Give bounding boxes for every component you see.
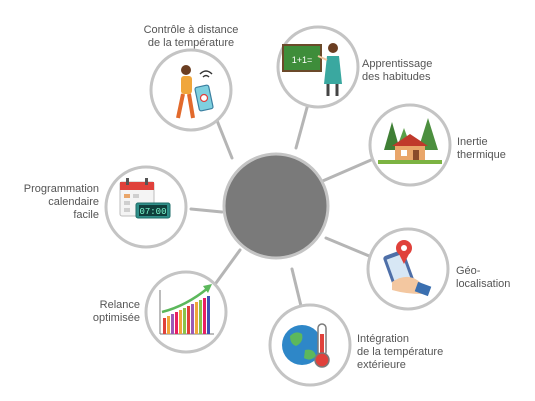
label-geo: Géo- localisation xyxy=(456,265,511,290)
spokes xyxy=(189,102,376,308)
hand-map-pin-icon xyxy=(383,240,432,297)
node-geo xyxy=(366,227,450,311)
node-outdoor xyxy=(268,303,352,387)
spoke-remote xyxy=(214,116,234,160)
house-trees-icon xyxy=(378,118,442,164)
label-inertia: Inertie thermique xyxy=(457,136,506,161)
spoke-boost xyxy=(214,248,242,285)
globe-thermometer-icon xyxy=(282,323,330,368)
node-remote xyxy=(149,48,233,132)
node-calendar: 07:00 xyxy=(104,165,188,249)
person-phone-wifi-icon xyxy=(176,65,214,119)
label-habits: Apprentissage des habitudes xyxy=(362,58,433,83)
label-calendar: Programmation calendaire facile xyxy=(23,183,99,221)
spoke-calendar xyxy=(189,207,224,214)
chalkboard-text: 1+1= xyxy=(292,55,313,65)
spoke-geo xyxy=(324,236,376,260)
spoke-habits xyxy=(294,102,310,150)
calendar-clock-icon: 07:00 xyxy=(119,178,171,219)
rising-bar-chart-icon xyxy=(159,284,214,335)
spoke-outdoor xyxy=(290,267,303,308)
node-boost xyxy=(144,270,228,354)
teacher-chalkboard-icon: 1+1= xyxy=(282,43,342,96)
node-inertia xyxy=(368,103,452,187)
label-boost: Relance optimisée xyxy=(92,299,140,324)
label-outdoor: Intégration de la température extérieure xyxy=(357,333,444,371)
center-hub xyxy=(222,152,330,260)
label-remote: Contrôle à distance de la température xyxy=(143,24,239,49)
node-habits: 1+1= xyxy=(276,25,360,109)
spoke-inertia xyxy=(316,158,373,185)
clock-display-text: 07:00 xyxy=(139,207,166,217)
